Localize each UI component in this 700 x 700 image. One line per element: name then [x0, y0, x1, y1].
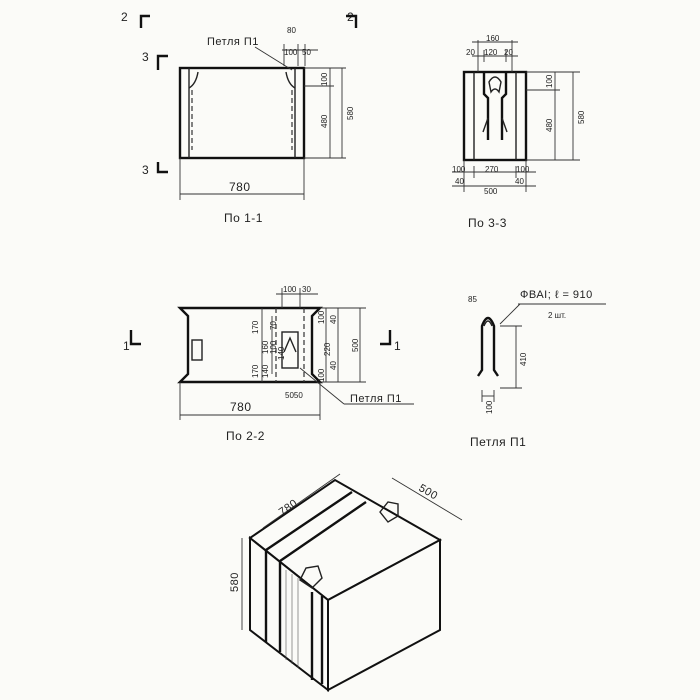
dim-2-2-right-500: 500 [351, 338, 360, 352]
dim-right-580: 580 [346, 106, 355, 120]
dim-3-3-bot-40b: 40 [515, 177, 524, 186]
loop-material: ФВАI; ℓ = 910 [520, 289, 593, 301]
loop-eye-2-2 [283, 336, 297, 353]
loop-leader-1-1 [254, 46, 293, 71]
loop-p1-detail: 85 ФВАI; ℓ = 910 2 шт. 100 410 Петля П1 [468, 289, 606, 449]
dim-top-100: 100 [284, 48, 298, 57]
dim-2-2-right-40a: 40 [329, 315, 338, 324]
dim-2-2-right-100b: 100 [317, 368, 326, 382]
cut-label-2-left: 2 [121, 10, 128, 24]
title-section-2-2: По 2-2 [226, 429, 265, 443]
loop-leader-2-2 [299, 367, 345, 405]
loop-dim-410: 410 [519, 352, 528, 366]
cut-marker-1-right [380, 330, 392, 346]
left-notch-2-2 [191, 339, 203, 361]
iso-groove-top [265, 491, 367, 562]
iso-loop-slot-front [299, 565, 323, 589]
dim-2-2-100a: 100 [269, 340, 278, 354]
iso-dim-line-500 [391, 477, 463, 521]
dim-2-2-right-40b: 40 [329, 361, 338, 370]
iso-loop-slot-back [379, 501, 399, 523]
dim-3-3-bot-270: 270 [485, 165, 499, 174]
dim-2-2-70: 70 [269, 321, 278, 330]
block-outline-2-2 [177, 306, 323, 384]
dim-right-480: 480 [320, 114, 329, 128]
dim-2-2-160: 160 [261, 340, 270, 354]
loop-p1-shape [477, 316, 499, 377]
block-outline-1-1 [178, 66, 306, 160]
dim-3-3-20a: 20 [466, 48, 475, 57]
title-section-3-3: По 3-3 [468, 216, 507, 230]
dim-3-3-right-480: 480 [545, 118, 554, 132]
loop-curve-left [188, 71, 199, 89]
dim-width-780-2-2: 780 [230, 400, 252, 414]
dim-2-2-top-100: 100 [283, 285, 297, 294]
cut-label-3-top: 3 [142, 50, 149, 64]
dim-2-2-right-220: 220 [323, 342, 332, 356]
loop-dim-100: 100 [485, 400, 494, 414]
loop-material-leader [499, 303, 521, 325]
dim-top-50: 50 [302, 48, 311, 57]
title-section-1-1: По 1-1 [224, 211, 263, 225]
block-outline-3-3 [462, 70, 528, 162]
iso-dim-line-780 [262, 473, 341, 529]
loop-eye-3-3 [488, 76, 502, 94]
dim-3-3-bot-40a: 40 [455, 177, 464, 186]
dim-2-2-170b: 170 [251, 364, 260, 378]
loop-slot-2-2 [281, 331, 299, 369]
cut-label-3-bottom: 3 [142, 163, 149, 177]
section-1-1-view: 2 2 3 3 Петля П1 80 100 50 100 [121, 10, 358, 225]
loop-curve-right [285, 71, 296, 89]
section-2-2-view: 1 1 100 30 170 170 160 140 100 70 140 10… [123, 285, 414, 443]
dim-2-2-140a: 140 [261, 364, 270, 378]
dim-2-2-top-30: 30 [302, 285, 311, 294]
title-loop-p1: Петля П1 [470, 435, 526, 449]
cut-marker-3-bottom [156, 162, 168, 174]
loop-dim-85: 85 [468, 295, 477, 304]
cut-label-1-left: 1 [123, 339, 130, 353]
cut-marker-2-left [139, 14, 150, 28]
iso-groove-left [264, 550, 282, 652]
iso-dim-580: 580 [229, 572, 241, 592]
cut-marker-1-left [129, 330, 141, 346]
section-3-3-view: 160 20 120 20 100 480 580 100 270 100 40… [452, 34, 586, 230]
iso-right-face [327, 538, 441, 692]
dim-3-3-bot-500: 500 [484, 187, 498, 196]
loop-count: 2 шт. [548, 311, 566, 320]
dim-3-3-bot-100b: 100 [516, 165, 530, 174]
dim-2-2-bottom-small: 5050 [285, 391, 303, 400]
dim-2-2-140b: 140 [277, 346, 286, 360]
dim-3-3-right-580: 580 [577, 110, 586, 124]
dim-2-2-right-100a: 100 [317, 310, 326, 324]
dim-top-80: 80 [287, 26, 296, 35]
loop-label-2-2: Петля П1 [350, 393, 402, 405]
dim-3-3-120: 120 [484, 48, 498, 57]
dim-3-3-160: 160 [486, 34, 500, 43]
dim-width-780-1-1: 780 [229, 180, 251, 194]
cut-marker-3-top [156, 54, 168, 70]
cut-label-1-right: 1 [394, 339, 401, 353]
cut-marker-2-right [346, 14, 358, 28]
dim-3-3-right-100: 100 [545, 74, 554, 88]
dim-right-100: 100 [320, 72, 329, 86]
dim-3-3-bot-100a: 100 [452, 165, 466, 174]
isometric-block-view: 780 500 580 [229, 473, 463, 693]
dim-2-2-170a: 170 [251, 320, 260, 334]
slot-outline-3-3 [482, 72, 508, 140]
iso-groove-front [310, 592, 324, 684]
dim-3-3-20b: 20 [504, 48, 513, 57]
loop-label-1-1: Петля П1 [207, 36, 259, 48]
